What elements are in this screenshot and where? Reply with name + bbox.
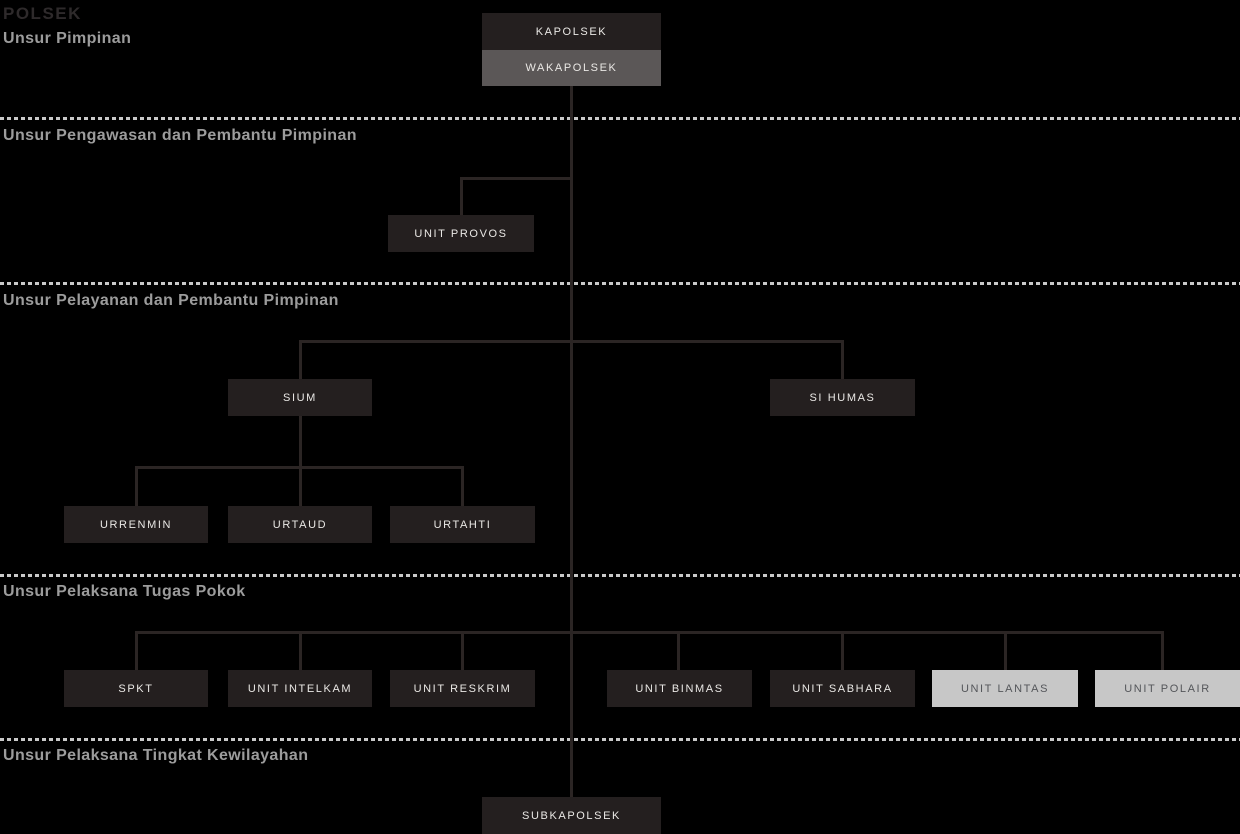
connector-provos-v [460, 177, 463, 215]
node-unit-lantas: UNIT LANTAS [932, 670, 1078, 707]
node-sium: SIUM [228, 379, 372, 416]
node-urtahti: URTAHTI [390, 506, 535, 543]
page-title: POLSEK [3, 4, 82, 23]
node-unit-provos: UNIT PROVOS [388, 215, 534, 252]
connector-spkt-drop [135, 631, 138, 670]
node-unit-sabhara: UNIT SABHARA [770, 670, 915, 707]
connector-sium-drop [299, 340, 302, 379]
connector-intelkam-drop [299, 631, 302, 670]
connector-lantas-drop [1004, 631, 1007, 670]
connector-provos-h [460, 177, 573, 180]
section-heading-unsur-pengawasan: Unsur Pengawasan dan Pembantu Pimpinan [3, 127, 357, 144]
connector-urrenmin-drop [135, 466, 138, 506]
connector-tugas-pokok-h [135, 631, 1164, 634]
node-urrenmin: URRENMIN [64, 506, 208, 543]
node-unit-intelkam: UNIT INTELKAM [228, 670, 372, 707]
node-unit-reskrim: UNIT RESKRIM [390, 670, 535, 707]
section-heading-unsur-pimpinan: Unsur Pimpinan [3, 30, 132, 47]
connector-pelayanan-h [299, 340, 844, 343]
connector-sium-stem [299, 416, 302, 468]
connector-binmas-drop [677, 631, 680, 670]
connector-reskrim-drop [461, 631, 464, 670]
node-urtaud: URTAUD [228, 506, 372, 543]
section-divider-2 [0, 282, 1240, 285]
node-unit-polair: UNIT POLAIR [1095, 670, 1240, 707]
connector-sabhara-drop [841, 631, 844, 670]
connector-urtaud-drop [299, 466, 302, 506]
node-spkt: SPKT [64, 670, 208, 707]
section-divider-3 [0, 574, 1240, 577]
section-heading-unsur-pelaksana-tugas-pokok: Unsur Pelaksana Tugas Pokok [3, 583, 246, 600]
node-unit-binmas: UNIT BINMAS [607, 670, 752, 707]
section-heading-unsur-pelaksana-kewilayahan: Unsur Pelaksana Tingkat Kewilayahan [3, 747, 309, 764]
section-divider-1 [0, 117, 1240, 120]
node-wakapolsek: WAKAPOLSEK [482, 50, 661, 86]
node-kapolsek: KAPOLSEK [482, 13, 661, 50]
section-heading-unsur-pelayanan: Unsur Pelayanan dan Pembantu Pimpinan [3, 292, 339, 309]
node-subkapolsek: SUBKAPOLSEK [482, 797, 661, 834]
connector-main-trunk [570, 86, 573, 797]
section-divider-4 [0, 738, 1240, 741]
connector-polair-drop [1161, 631, 1164, 670]
connector-urtahti-drop [461, 466, 464, 506]
connector-sihumas-drop [841, 340, 844, 379]
node-si-humas: SI HUMAS [770, 379, 915, 416]
